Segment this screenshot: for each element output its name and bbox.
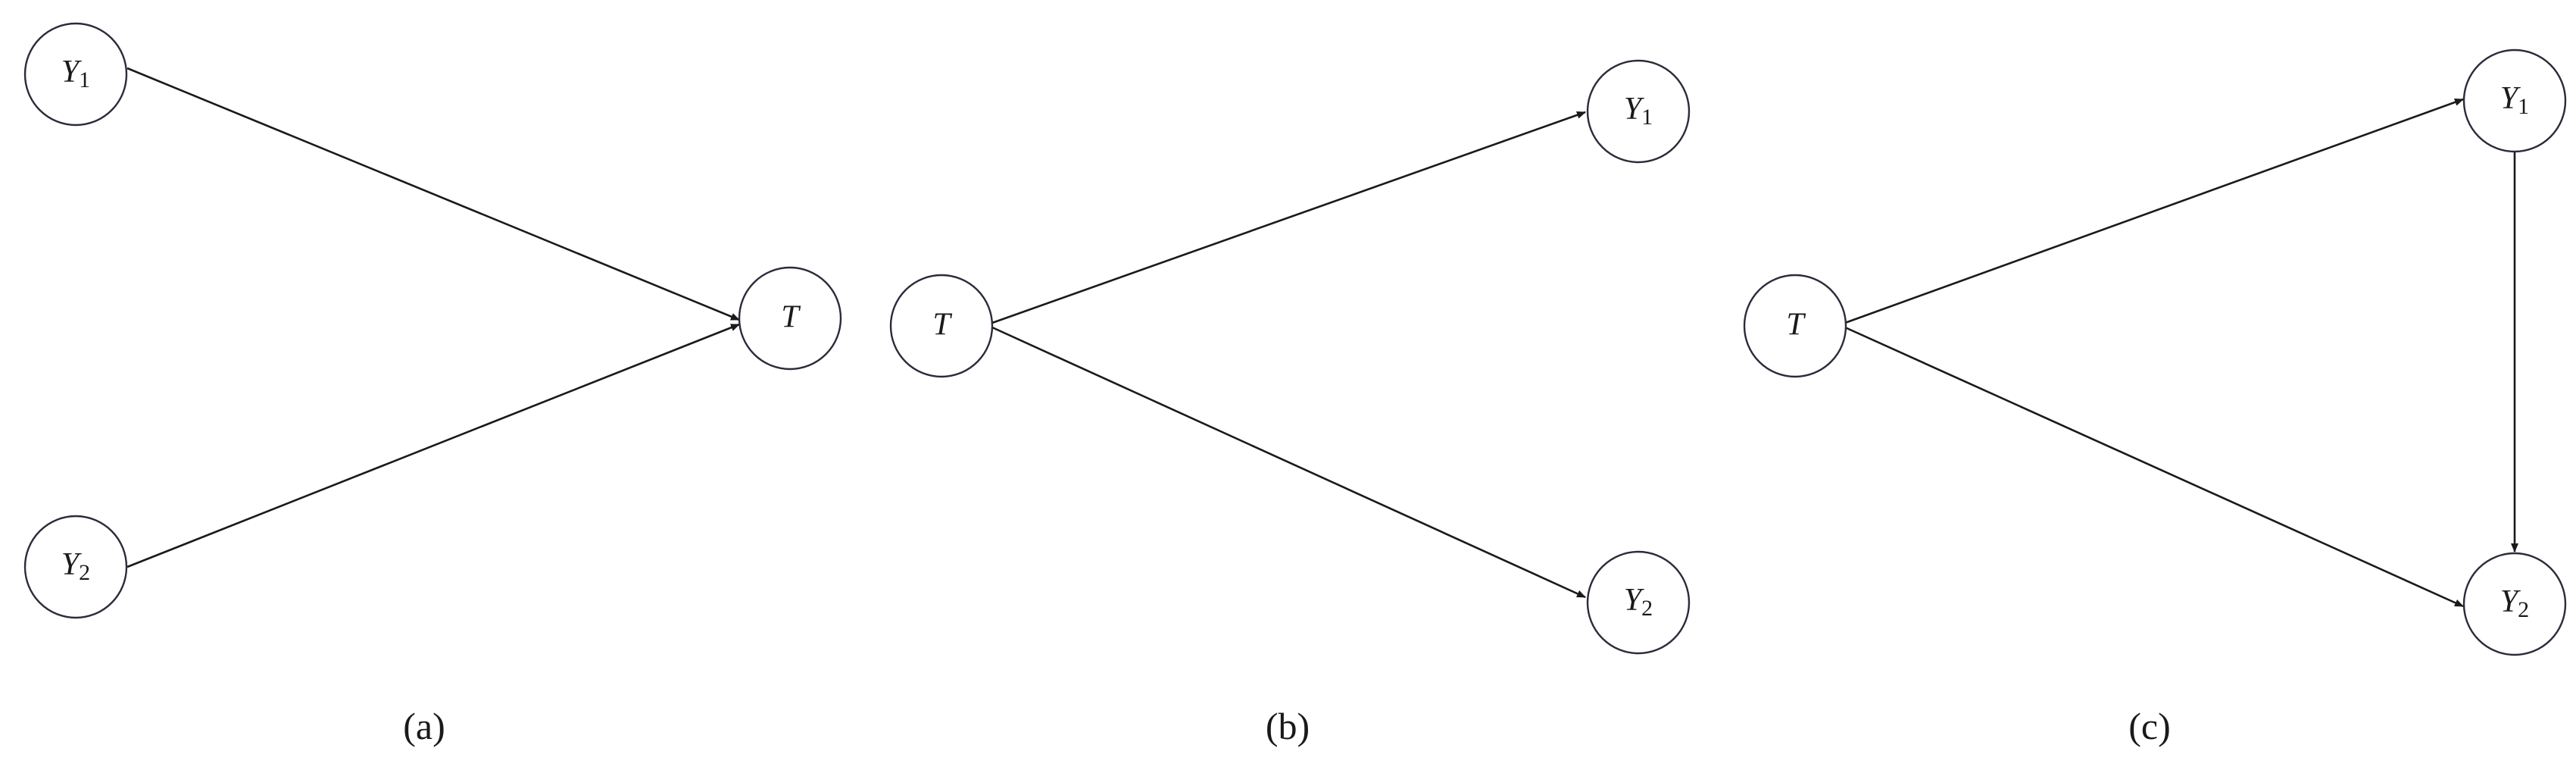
node-c-t: T: [1743, 274, 1847, 378]
svg-text:Y1: Y1: [61, 55, 90, 92]
svg-text:T: T: [781, 300, 801, 335]
node-c-y1: Y1: [2462, 49, 2567, 153]
node-a-y1: Y1: [23, 22, 128, 127]
node-b-y2: Y2: [1586, 550, 1691, 655]
svg-text:Y2: Y2: [61, 547, 90, 585]
svg-text:Y1: Y1: [1624, 92, 1653, 130]
edge-c-t-to-y1: [1844, 98, 2464, 324]
panel-b: T Y1 Y2 (b): [889, 59, 1691, 747]
svg-text:Y2: Y2: [2500, 584, 2529, 622]
edge-a-y2-to-t: [126, 323, 740, 568]
svg-text:Y2: Y2: [1624, 583, 1653, 621]
caption-a: (a): [403, 705, 445, 747]
edge-b-t-to-y2: [991, 326, 1586, 599]
node-b-t: T: [889, 274, 994, 378]
node-b-y1: Y1: [1586, 59, 1691, 164]
caption-c: (c): [2128, 705, 2171, 747]
node-a-y2: Y2: [23, 515, 128, 619]
panel-c: T Y1 Y2 (c): [1743, 49, 2567, 747]
node-a-t: T: [738, 266, 842, 371]
svg-text:T: T: [1786, 308, 1806, 343]
svg-text:T: T: [932, 308, 952, 343]
edge-a-y1-to-t: [126, 67, 740, 321]
edge-b-t-to-y1: [991, 111, 1586, 324]
edge-c-t-to-y2: [1844, 326, 2464, 608]
node-c-y2: Y2: [2462, 552, 2567, 656]
panel-a: Y1 Y2 T (a): [23, 22, 842, 747]
caption-b: (b): [1266, 705, 1310, 747]
svg-text:Y1: Y1: [2500, 81, 2529, 119]
